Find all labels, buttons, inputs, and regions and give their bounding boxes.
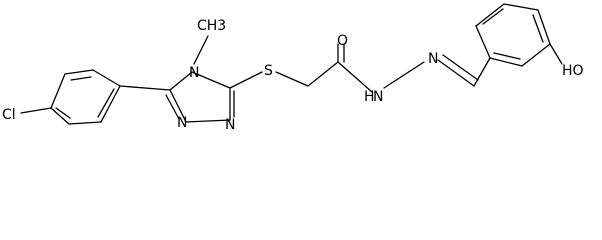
triazole-n-label-a: N — [177, 115, 187, 131]
molecule-drawing: Cl N CH3 N N S O N H N HO — [2, 3, 584, 133]
sulfur-label: S — [264, 63, 273, 79]
linker-chain — [229, 43, 491, 93]
chlorine-label: Cl — [2, 107, 16, 123]
structure-canvas: Cl N CH3 N N S O N H N HO — [2, 3, 584, 133]
carbonyl-oxygen-label: O — [337, 33, 348, 49]
nitrogen-methyl-label: N — [189, 65, 199, 81]
hydroxyl-label: HO — [562, 63, 584, 79]
triazole-ring — [119, 35, 235, 123]
amide-nitrogen-label: N — [373, 89, 383, 105]
hydroxyphenyl-ring — [475, 3, 563, 67]
methyl-label: CH3 — [197, 18, 226, 34]
chlorophenyl-ring — [20, 69, 121, 125]
triazole-n-label-b: N — [225, 117, 235, 133]
imine-nitrogen-label: N — [428, 51, 438, 67]
amide-hydrogen-label: H — [364, 89, 375, 105]
